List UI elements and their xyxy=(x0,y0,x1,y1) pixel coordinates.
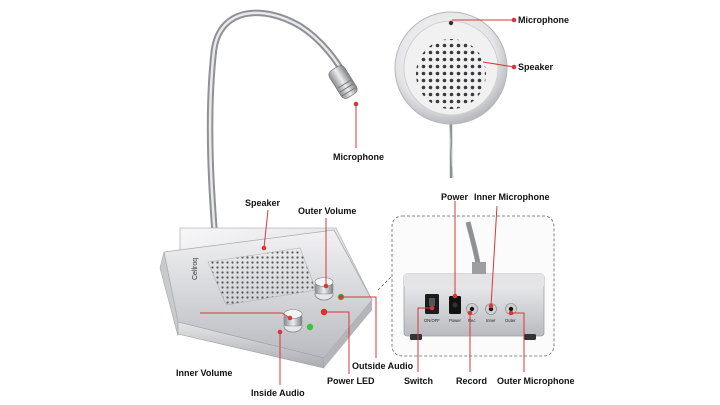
inside-audio-led xyxy=(306,323,314,331)
label-record: Record xyxy=(456,376,488,386)
disc-speaker-grille xyxy=(416,39,486,109)
panel-label-rec: Rec xyxy=(468,318,476,323)
label-inside-audio: Inside Audio xyxy=(251,388,305,398)
rear-panel-inset xyxy=(377,215,555,357)
brand-logo: Cellroq xyxy=(192,257,199,280)
disc-microphone-hole xyxy=(448,20,454,26)
panel-label-power: Power xyxy=(449,318,461,323)
panel-label-inner: Inner xyxy=(486,318,496,323)
panel-label-outer: Outer xyxy=(505,318,516,323)
label-microphone-gooseneck: Microphone xyxy=(333,152,384,162)
label-power: Power xyxy=(441,192,469,202)
label-power-led: Power LED xyxy=(327,376,375,386)
label-microphone-top: Microphone xyxy=(518,15,569,25)
label-speaker-main: Speaker xyxy=(245,198,281,208)
label-outer-microphone: Outer Microphone xyxy=(497,376,575,386)
label-inner-volume: Inner Volume xyxy=(176,368,233,378)
panel-label-on-off: ON/OFF xyxy=(424,318,440,323)
speaker-disc xyxy=(394,11,508,179)
gooseneck-mic-head xyxy=(328,65,358,99)
label-outer-volume: Outer Volume xyxy=(298,206,357,216)
callout-dots xyxy=(261,17,517,335)
inner-volume-knob[interactable] xyxy=(283,309,303,333)
label-outside-audio: Outside Audio xyxy=(352,361,414,371)
callout-lines xyxy=(200,19,525,385)
label-inner-microphone: Inner Microphone xyxy=(474,192,550,202)
outer-mic-jack[interactable] xyxy=(505,303,517,315)
label-speaker-top: Speaker xyxy=(518,62,554,72)
intercom-main-unit xyxy=(159,9,373,369)
outer-volume-knob[interactable] xyxy=(314,277,334,301)
label-switch: Switch xyxy=(404,376,434,386)
